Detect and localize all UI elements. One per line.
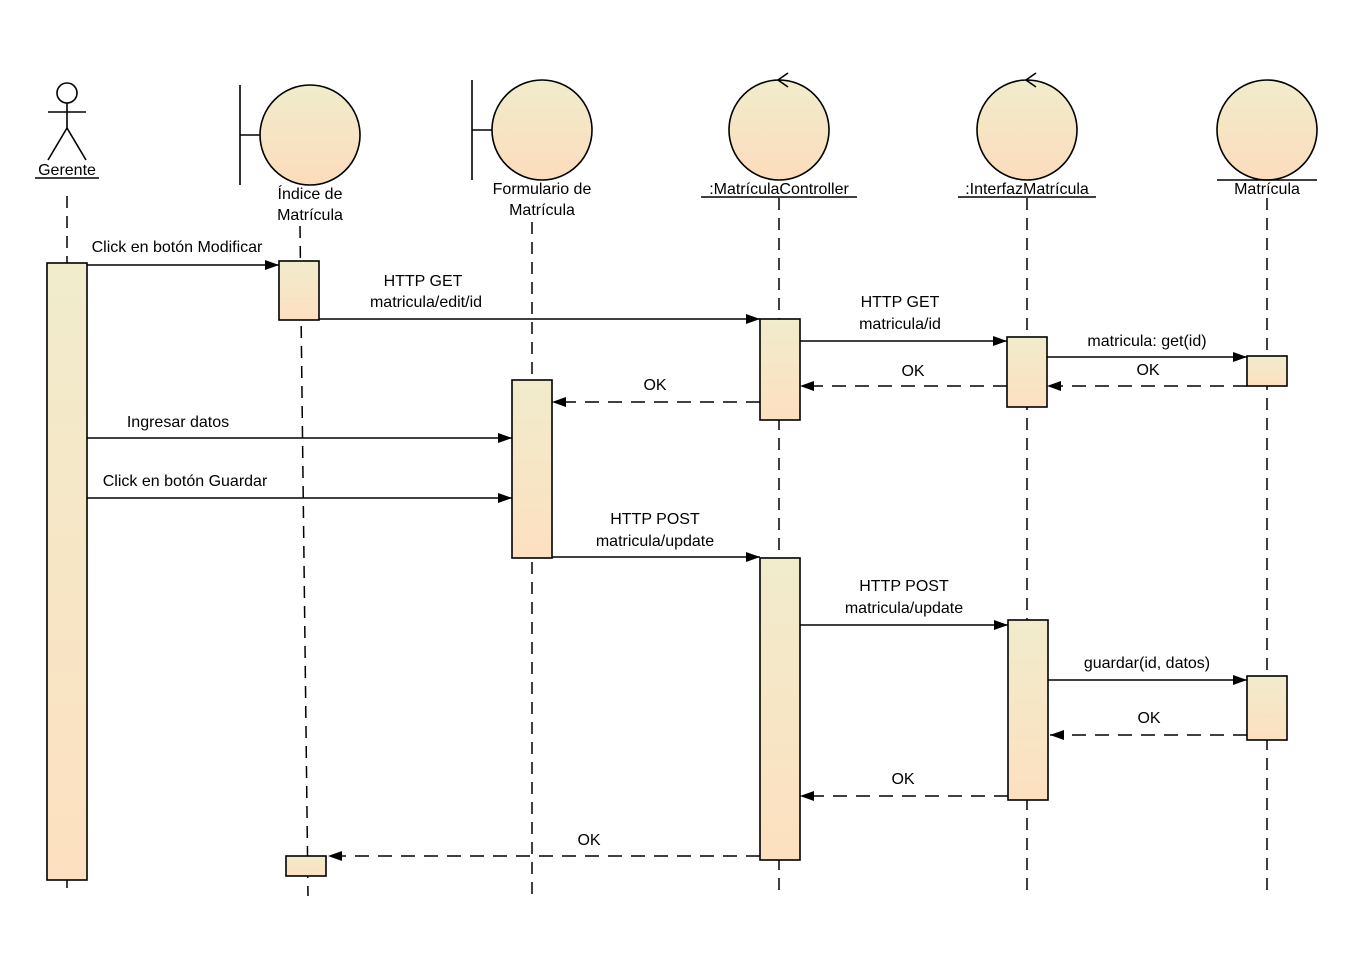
message-label: OK bbox=[1137, 710, 1160, 727]
message-guardar: guardar(id, datos) bbox=[1048, 655, 1247, 685]
participant-label-gerente: Gerente bbox=[38, 162, 96, 179]
participant-label-formulario-1: Formulario de bbox=[493, 181, 592, 198]
message-click-modificar: Click en botón Modificar bbox=[87, 239, 279, 270]
message-get-id: matricula: get(id) bbox=[1047, 333, 1247, 362]
message-return-ok-5: OK bbox=[800, 771, 1008, 801]
message-ingresar-datos: Ingresar datos bbox=[87, 414, 512, 443]
participant-label-controller: :MatrículaController bbox=[709, 181, 849, 198]
message-label: HTTP GET bbox=[384, 273, 463, 290]
participant-label-indice-2: Matrícula bbox=[277, 207, 343, 224]
activation-controller-2 bbox=[759, 557, 801, 861]
message-label: OK bbox=[577, 832, 600, 849]
message-return-ok-2: OK bbox=[800, 363, 1007, 391]
message-label: HTTP GET bbox=[861, 294, 940, 311]
activation-controller-1 bbox=[759, 318, 801, 421]
message-label: matricula/update bbox=[596, 533, 714, 550]
actor-gerente: Gerente bbox=[35, 82, 99, 179]
control-arrow-icon bbox=[1024, 72, 1037, 88]
message-label: OK bbox=[1136, 362, 1159, 379]
control-arrow-icon bbox=[776, 72, 789, 88]
activation-matricula-2 bbox=[1246, 675, 1288, 741]
control-interfaz: :InterfazMatrícula bbox=[958, 72, 1096, 198]
stick-figure-icon bbox=[47, 82, 87, 161]
participant-label-interfaz: :InterfazMatrícula bbox=[965, 181, 1089, 198]
activation-matricula-1 bbox=[1246, 355, 1288, 387]
message-label: matricula/update bbox=[845, 600, 963, 617]
activation-interfaz-1 bbox=[1006, 336, 1048, 408]
message-label: OK bbox=[891, 771, 914, 788]
message-return-ok-6: OK bbox=[328, 832, 760, 861]
activation-formulario bbox=[511, 379, 553, 559]
activation-interfaz-2 bbox=[1007, 619, 1049, 801]
message-return-ok-3: OK bbox=[552, 377, 760, 407]
boundary-formulario: Formulario de Matrícula bbox=[471, 79, 593, 219]
participant-label-indice-1: Índice de bbox=[278, 184, 343, 203]
message-label: HTTP POST bbox=[859, 578, 949, 595]
message-label: guardar(id, datos) bbox=[1084, 655, 1210, 672]
activation-indice-1 bbox=[278, 260, 320, 321]
message-http-get-edit: HTTP GET matricula/edit/id bbox=[319, 273, 760, 324]
message-label: Click en botón Guardar bbox=[103, 473, 268, 490]
boundary-indice: Índice de Matrícula bbox=[239, 84, 361, 224]
message-label: HTTP POST bbox=[610, 511, 700, 528]
participant-label-matricula: Matrícula bbox=[1234, 181, 1300, 198]
activation-gerente bbox=[46, 262, 88, 881]
participant-label-formulario-2: Matrícula bbox=[509, 202, 575, 219]
message-return-ok-4: OK bbox=[1050, 710, 1247, 740]
entity-matricula: Matrícula bbox=[1216, 79, 1318, 198]
message-return-ok-1: OK bbox=[1047, 362, 1247, 391]
control-controller: :MatrículaController bbox=[701, 72, 857, 198]
message-label: OK bbox=[901, 363, 924, 380]
message-label: Click en botón Modificar bbox=[92, 239, 263, 256]
activation-indice-2 bbox=[285, 855, 327, 877]
message-label: Ingresar datos bbox=[127, 414, 229, 431]
message-click-guardar: Click en botón Guardar bbox=[87, 473, 512, 503]
message-label: OK bbox=[643, 377, 666, 394]
message-label: matricula: get(id) bbox=[1087, 333, 1206, 350]
message-http-post-update-1: HTTP POST matricula/update bbox=[552, 511, 760, 562]
message-label: matricula/edit/id bbox=[370, 294, 482, 311]
message-http-get-id: HTTP GET matricula/id bbox=[800, 294, 1007, 346]
lifeline-indice bbox=[299, 225, 309, 897]
message-label: matricula/id bbox=[859, 316, 941, 333]
message-http-post-update-2: HTTP POST matricula/update bbox=[800, 578, 1008, 630]
